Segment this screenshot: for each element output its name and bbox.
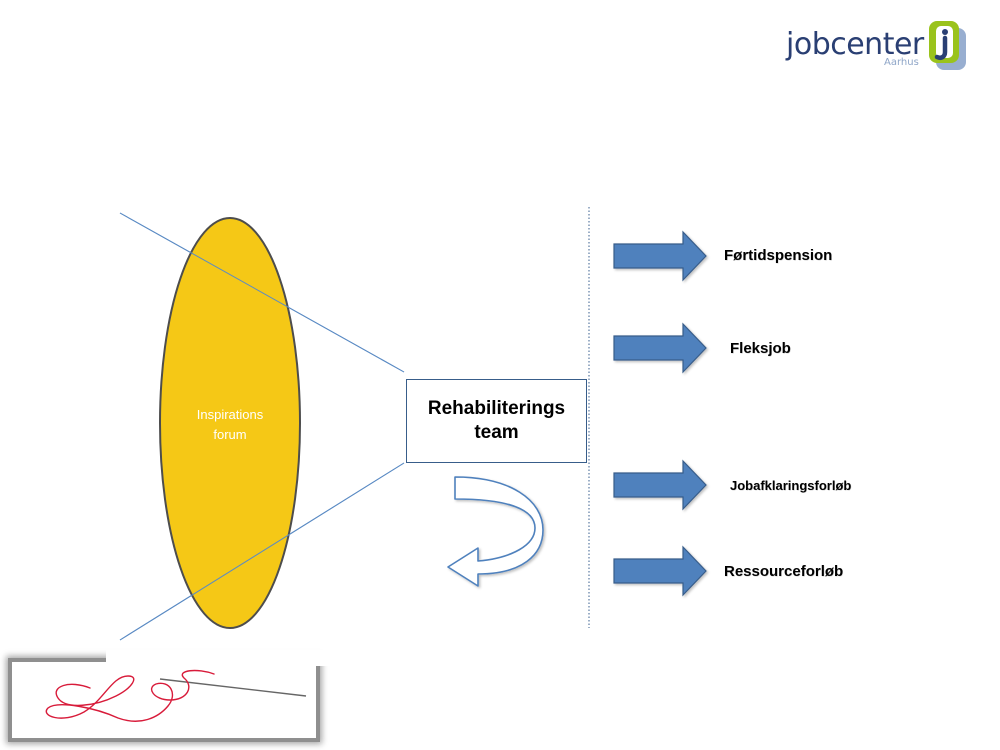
right-block-arrow-icon — [613, 322, 707, 374]
forum-ellipse — [159, 217, 301, 629]
forum-label: Inspirations forum — [175, 405, 285, 445]
team-label: Rehabiliterings team — [427, 398, 566, 443]
outcome-label-jobafklaringsforlob: Jobafklaringsforløb — [730, 478, 852, 493]
u-turn-arrow-icon — [447, 476, 544, 587]
rehabilitation-team-box: Rehabiliterings team — [406, 379, 587, 463]
funnel-line-bottom-overlay — [119, 462, 405, 641]
outcome-label-fortidspension: Førtidspension — [724, 247, 833, 264]
logo-wordmark: jobcenter — [786, 27, 924, 62]
right-block-arrow-icon — [613, 230, 707, 282]
forum-label-text: Inspirations forum — [196, 407, 264, 442]
right-block-arrow-icon — [613, 545, 707, 597]
funnel-line-top-overlay — [119, 212, 405, 373]
signature-cover — [106, 650, 331, 666]
outcome-label-fleksjob: Fleksjob — [730, 340, 791, 357]
jobcenter-logo: jobcenter Aarhus — [780, 20, 980, 76]
outcome-arrows — [613, 230, 707, 597]
logo-subtitle: Aarhus — [884, 57, 919, 68]
outcome-label-ressourceforlob: Ressourceforløb — [724, 563, 844, 580]
right-block-arrow-icon — [613, 459, 707, 511]
jobcenter-mark-icon — [929, 21, 966, 70]
